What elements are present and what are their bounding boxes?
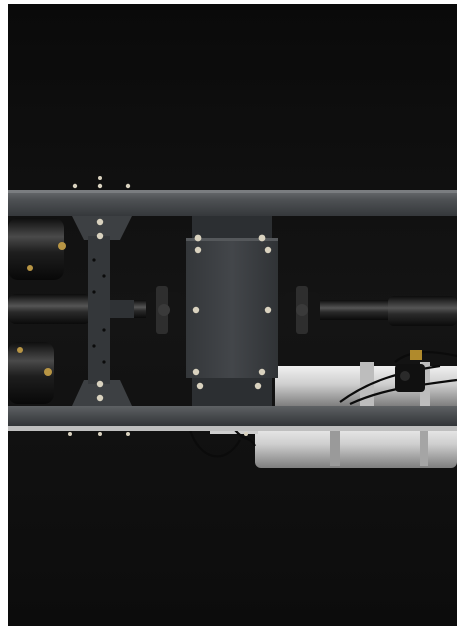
- universal-joint-left: [146, 286, 182, 334]
- border-left: [0, 0, 8, 630]
- universal-joint-right: [284, 286, 320, 334]
- border-top: [0, 0, 457, 4]
- drive-shaft-right: [320, 296, 457, 326]
- crossmember-left: [72, 216, 134, 406]
- air-tank-upper: [8, 218, 66, 280]
- frame-rail-upper: [8, 176, 457, 216]
- pump-unit: [395, 350, 425, 392]
- frame-rail-lower: [8, 406, 457, 436]
- crossmember-center: [186, 216, 278, 406]
- air-tank-lower: [8, 342, 54, 404]
- border-bottom: [0, 626, 457, 630]
